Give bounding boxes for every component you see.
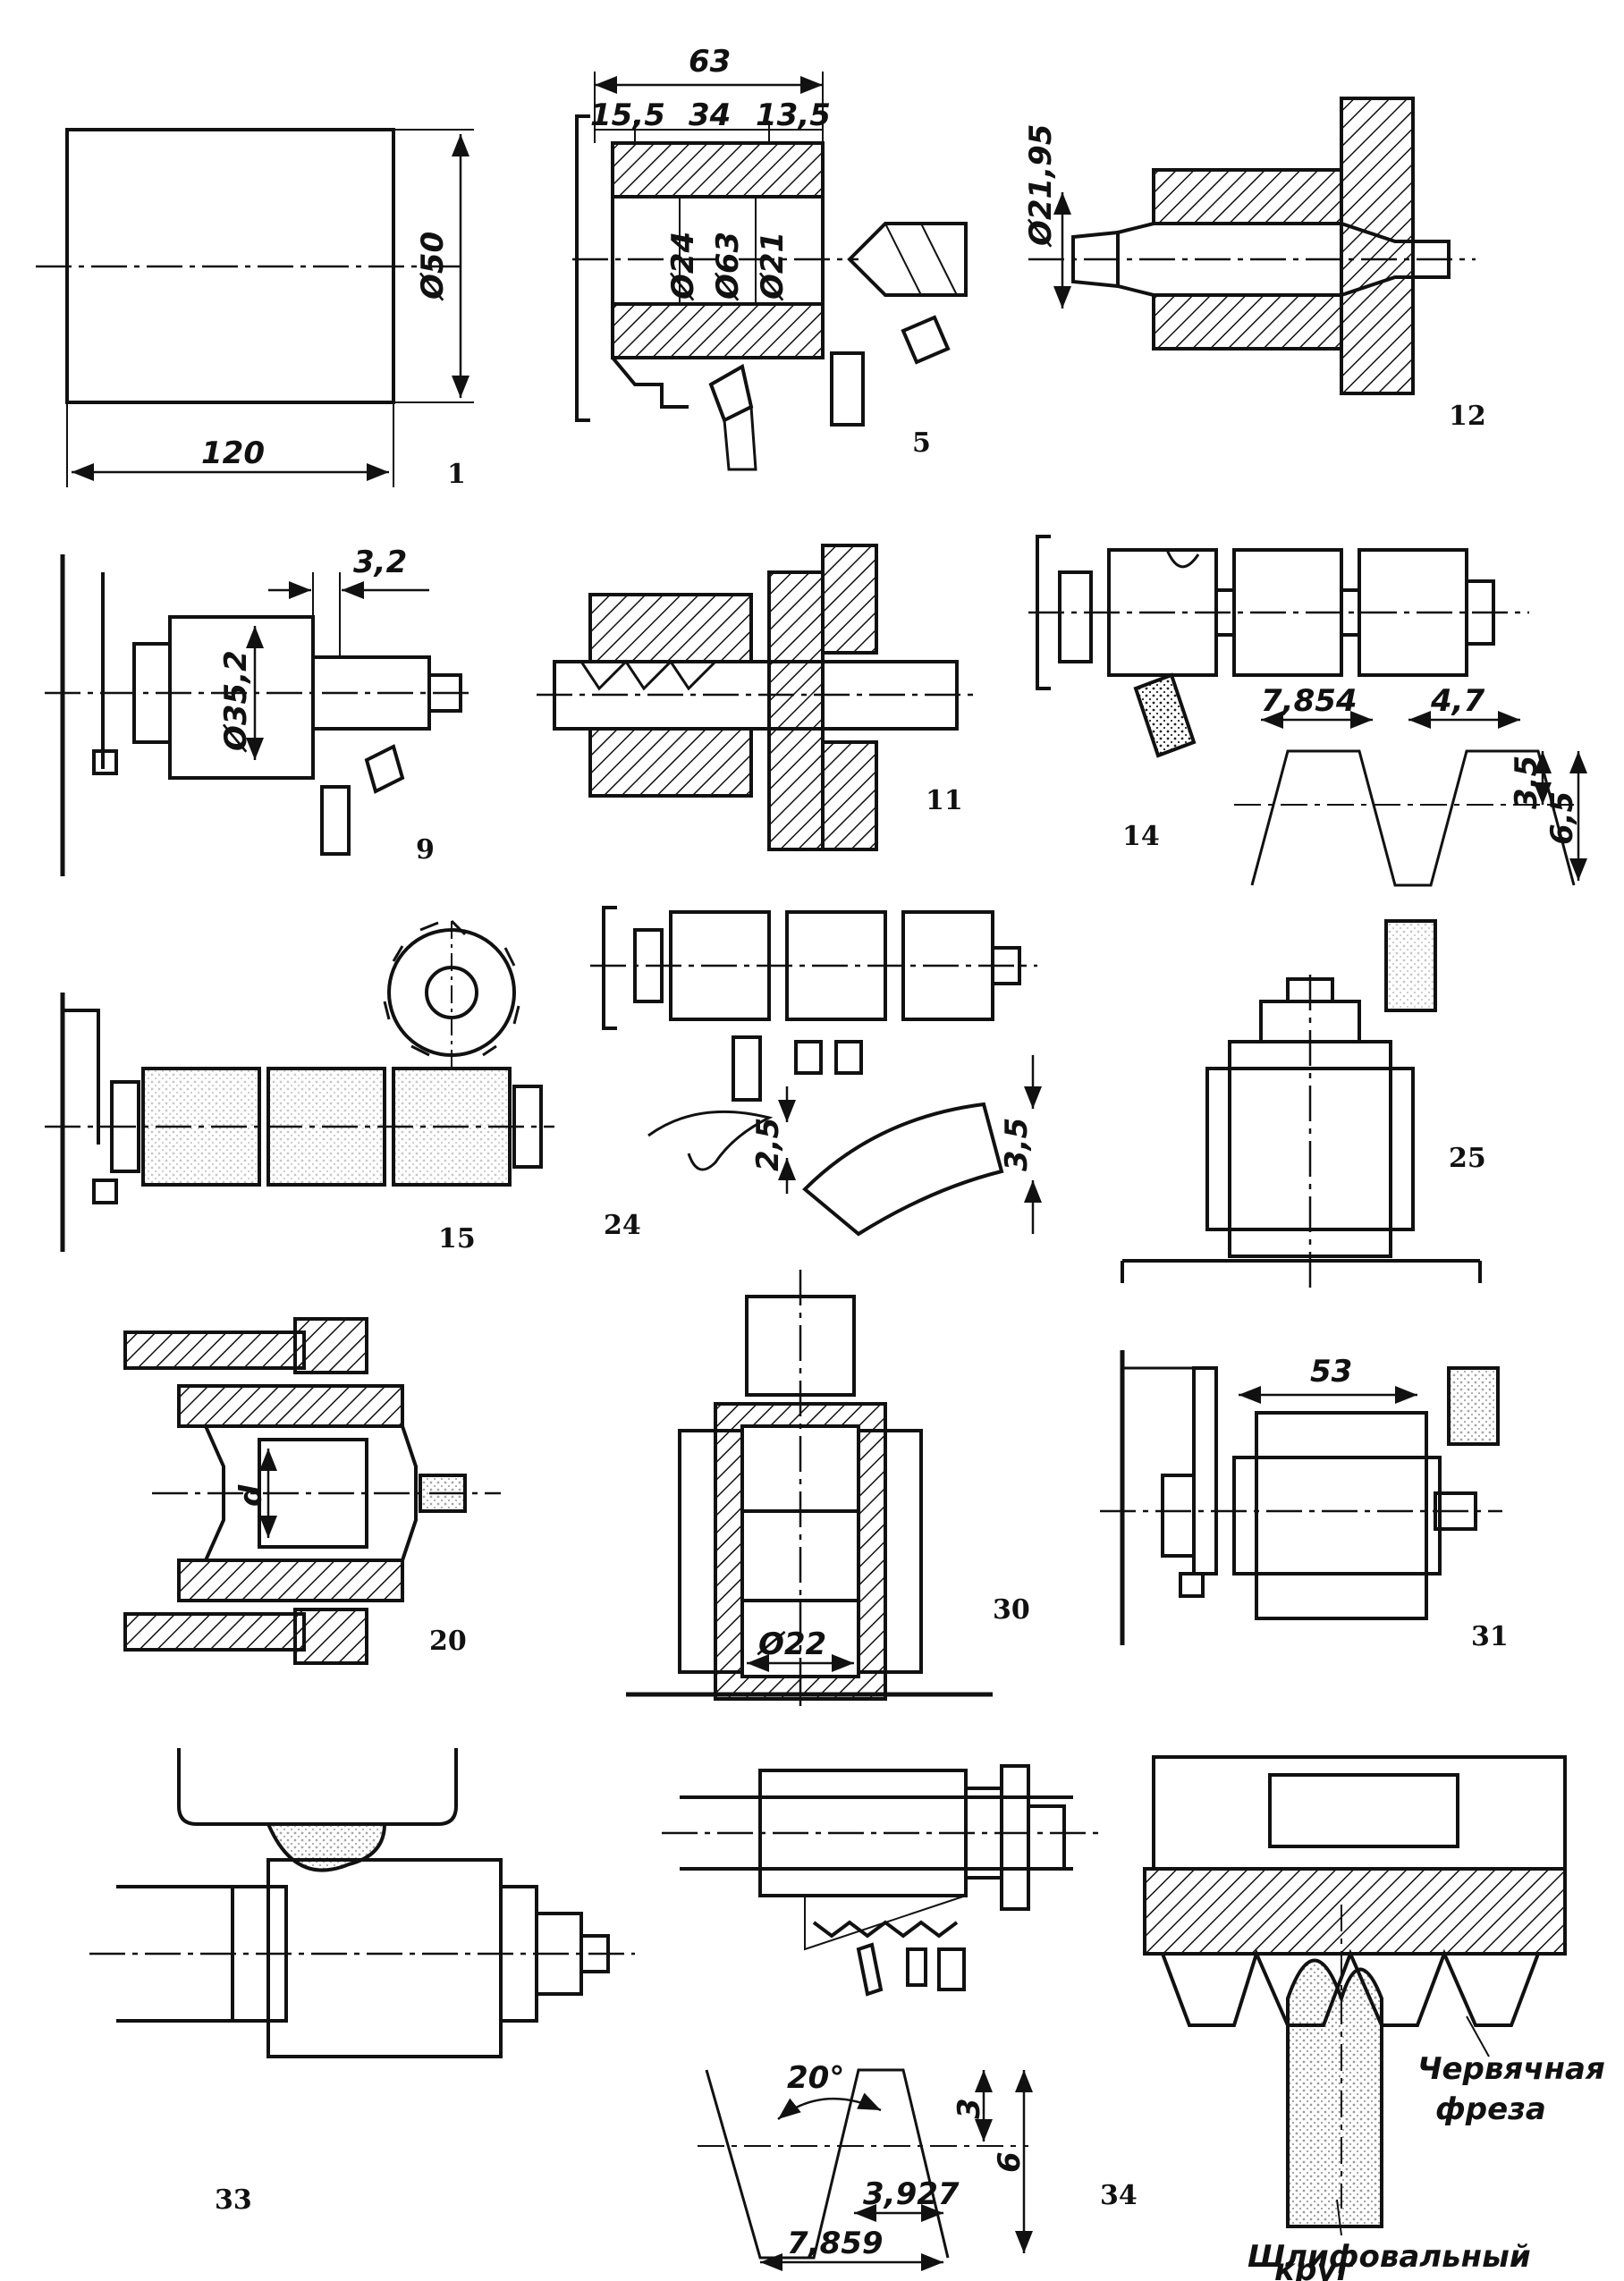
dimension-texts: 120 Ø50 63 15,5 34 13,5 Ø24 Ø63 Ø21 Ø21,… bbox=[201, 44, 1580, 2261]
figure-31 bbox=[1100, 1350, 1502, 1645]
fig34-half-depth-dim: 3 bbox=[952, 2098, 987, 2119]
worm-cutter-label-line2: фреза bbox=[1435, 2091, 1546, 2127]
fig1-diameter-dim: Ø50 bbox=[415, 232, 451, 301]
figure-number-24: 24 bbox=[604, 1210, 641, 1241]
grinding-wheel-label-line1: Шлифовальный bbox=[1248, 2239, 1531, 2275]
fig5-diameter-21-dim: Ø21 bbox=[755, 232, 791, 301]
figure-25 bbox=[1121, 919, 1482, 1288]
figure-30 bbox=[626, 1270, 993, 1708]
fig5-right-length-dim: 13,5 bbox=[756, 97, 831, 133]
fig24-tooth-height-dim: 2,5 bbox=[750, 1118, 786, 1171]
fig14-half-depth-dim: 3,5 bbox=[1509, 756, 1544, 809]
figure-number-9: 9 bbox=[416, 834, 435, 866]
fig34-pitch-dim: 7,859 bbox=[787, 2226, 884, 2261]
figure-24 bbox=[590, 906, 1042, 1237]
fig12-diameter-dim: Ø21,95 bbox=[1023, 124, 1059, 248]
fig34-depth-dim: 6 bbox=[992, 2151, 1028, 2173]
figure-33 bbox=[89, 1748, 635, 2058]
figure-11 bbox=[537, 544, 975, 851]
figure-9 bbox=[45, 554, 474, 876]
figure-number-34: 34 bbox=[1100, 2180, 1138, 2211]
fig14-width-dim: 4,7 bbox=[1430, 683, 1485, 719]
figure-number-20: 20 bbox=[429, 1626, 467, 1657]
fig34-width-dim: 3,927 bbox=[863, 2176, 960, 2212]
fig9-diameter-dim: Ø35,2 bbox=[218, 650, 254, 753]
figure-number-15: 15 bbox=[438, 1223, 476, 1255]
fig20-diameter-dim: d bbox=[233, 1484, 269, 1507]
figure-number-1: 1 bbox=[447, 459, 466, 490]
fig9-step-length-dim: 3,2 bbox=[353, 545, 407, 580]
fig31-length-dim: 53 bbox=[1310, 1354, 1352, 1390]
fig24-profile-height-dim: 3,5 bbox=[999, 1118, 1035, 1171]
fig30-diameter-dim: Ø22 bbox=[757, 1626, 826, 1662]
fig5-diameter-63-dim: Ø63 bbox=[710, 232, 746, 301]
figure-14 bbox=[1028, 535, 1587, 887]
grinding-wheel-label-line2: круг bbox=[1274, 2252, 1354, 2281]
callout-labels: Червячная фреза Шлифовальный круг bbox=[1248, 2051, 1605, 2281]
figure-number-14: 14 bbox=[1122, 821, 1160, 852]
figure-number-31: 31 bbox=[1471, 1621, 1509, 1652]
figure-34 bbox=[662, 1755, 1567, 2271]
fig5-diameter-24-dim: Ø24 bbox=[665, 232, 701, 301]
fig5-left-length-dim: 15,5 bbox=[590, 97, 665, 133]
figure-20 bbox=[123, 1317, 501, 1665]
fig14-depth-dim: 6,5 bbox=[1544, 791, 1580, 845]
fig5-total-length-dim: 63 bbox=[689, 44, 731, 80]
figure-number-33: 33 bbox=[215, 2184, 252, 2216]
fig5-middle-length-dim: 34 bbox=[689, 97, 731, 133]
fig1-length-dim: 120 bbox=[201, 435, 265, 471]
worm-cutter-label-line1: Червячная bbox=[1417, 2051, 1605, 2087]
figure-1 bbox=[36, 128, 474, 487]
figure-number-30: 30 bbox=[993, 1594, 1030, 1626]
fig34-angle-dim: 20° bbox=[787, 2060, 844, 2096]
figure-5 bbox=[572, 72, 968, 471]
figure-number-12: 12 bbox=[1449, 401, 1486, 432]
figure-15 bbox=[45, 919, 554, 1252]
figure-numbers: 1 5 12 9 11 14 15 24 25 20 30 31 33 34 bbox=[215, 401, 1509, 2216]
figure-number-25: 25 bbox=[1449, 1143, 1486, 1174]
figure-12 bbox=[1028, 97, 1476, 395]
fig14-pitch-dim: 7,854 bbox=[1261, 683, 1358, 719]
figure-number-11: 11 bbox=[926, 785, 963, 816]
figure-number-5: 5 bbox=[912, 427, 931, 459]
